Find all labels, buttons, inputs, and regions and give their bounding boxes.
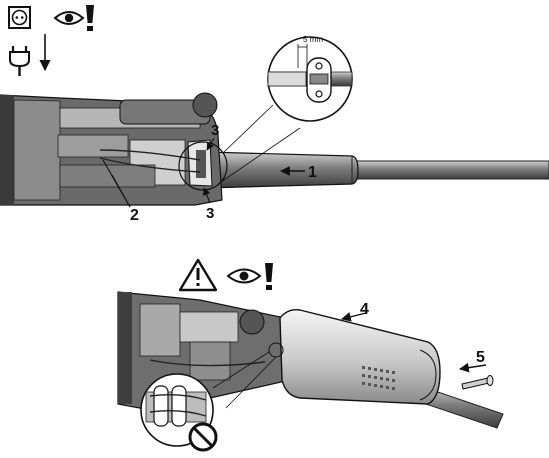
warning-triangle-icon — [178, 258, 218, 292]
eye-icon — [226, 268, 262, 284]
top-callouts: 1 2 3 3 — [102, 122, 317, 224]
top-tool-illustration — [0, 92, 549, 206]
cord-clamp-detail: 5 mm — [267, 35, 353, 122]
bottom-tool-illustration — [117, 291, 504, 429]
socket-icon — [8, 6, 31, 29]
callout-4: 4 — [360, 301, 369, 318]
measure-label: 5 mm — [303, 35, 323, 44]
callout-1: 1 — [308, 164, 317, 181]
top-warning-icons — [8, 5, 94, 76]
exclamation-icon — [86, 5, 94, 31]
callout-5: 5 — [476, 349, 485, 366]
bottom-warning-icons — [178, 258, 273, 292]
prohibited-icon — [188, 422, 218, 452]
callout-3-upper: 3 — [211, 122, 219, 139]
eye-icon — [53, 11, 85, 25]
exclamation-icon — [265, 263, 273, 290]
plug-icon — [9, 46, 30, 76]
callout-3-lower: 3 — [206, 205, 214, 222]
bottom-callouts: 4 5 — [341, 301, 487, 373]
callout-2: 2 — [130, 207, 139, 224]
